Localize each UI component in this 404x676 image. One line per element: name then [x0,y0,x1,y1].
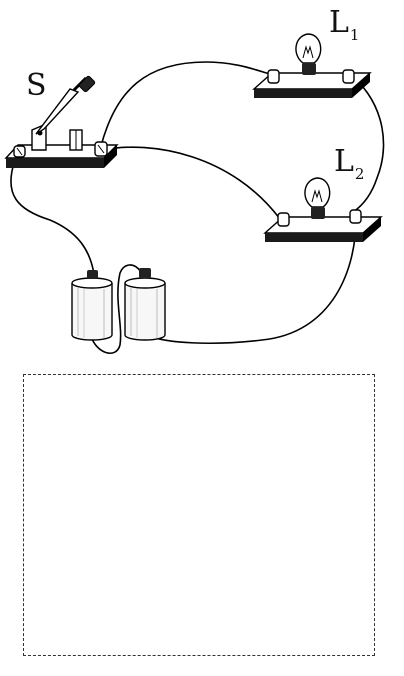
wire-lamp2-to-battery [149,214,357,345]
wire-battery-link [90,264,142,355]
label-lamp-l1: L1 [329,5,359,43]
wire-switch-to-lamp1 [100,61,274,147]
wire-lamp1-to-lamp2 [348,73,385,213]
answer-drawing-box [23,374,375,656]
label-lamp-l2-letter: L [334,144,354,179]
wire-switch-to-battery [10,159,95,275]
label-lamp-l1-subscript: 1 [349,26,360,44]
switch-s [4,75,119,168]
battery-cell-2 [124,268,166,341]
label-switch-s: S [26,71,47,101]
label-lamp-l2: L2 [334,144,364,182]
label-switch-s-letter: S [26,68,47,103]
label-lamp-l2-subscript: 2 [354,165,365,183]
lamp-l2 [263,177,383,242]
wire-switch-to-lamp2 [102,146,281,220]
lamp-l1 [252,33,372,98]
battery-cell-1 [71,270,113,341]
label-lamp-l1-letter: L [329,5,349,40]
